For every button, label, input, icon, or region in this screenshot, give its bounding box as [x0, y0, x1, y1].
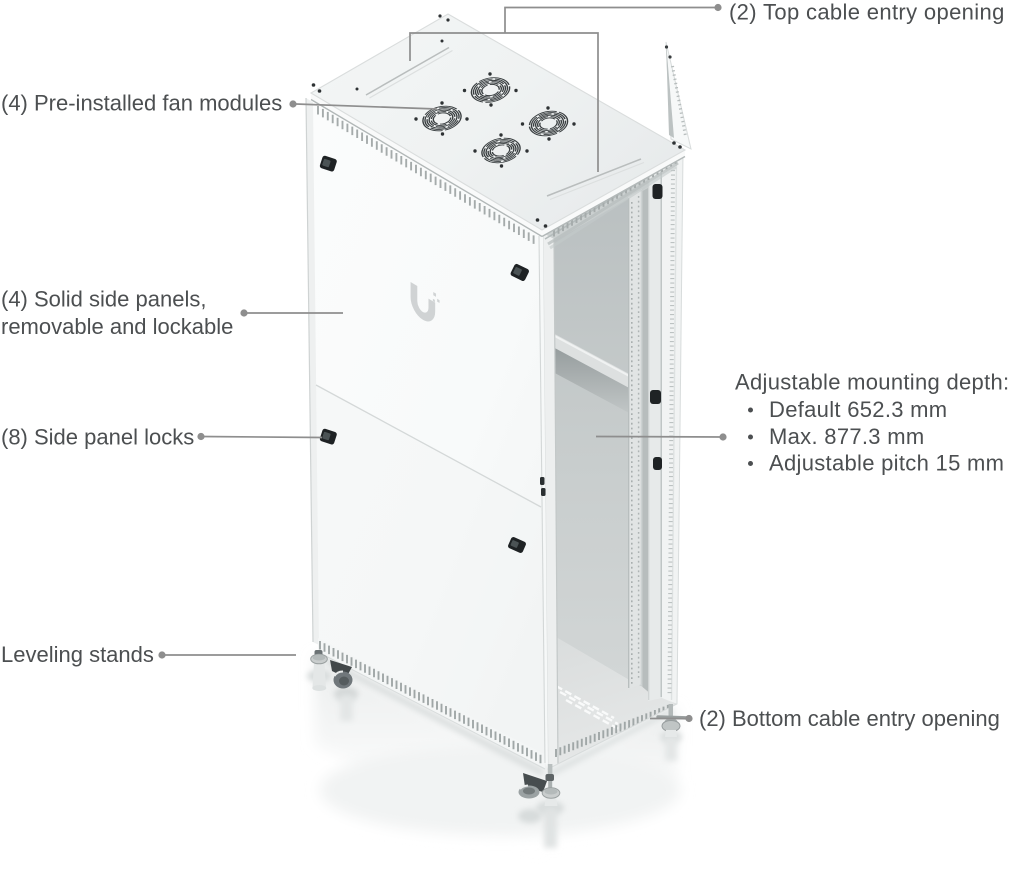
- svg-text:(4) Solid side panels,: (4) Solid side panels,: [1, 287, 206, 312]
- svg-text:(8) Side panel locks: (8) Side panel locks: [1, 425, 194, 450]
- svg-text:Adjustable pitch 15 mm: Adjustable pitch 15 mm: [769, 451, 1004, 476]
- svg-text:Leveling stands: Leveling stands: [1, 642, 154, 667]
- svg-text:Default 652.3 mm: Default 652.3 mm: [769, 397, 947, 422]
- svg-text:(2) Bottom cable entry opening: (2) Bottom cable entry opening: [699, 706, 1000, 731]
- svg-text:removable and lockable: removable and lockable: [1, 314, 233, 339]
- svg-text:(4) Pre-installed fan modules: (4) Pre-installed fan modules: [1, 91, 282, 116]
- svg-text:(2) Top cable entry opening: (2) Top cable entry opening: [729, 0, 1005, 25]
- svg-text:Max. 877.3 mm: Max. 877.3 mm: [769, 424, 925, 449]
- svg-text:Adjustable mounting depth:: Adjustable mounting depth:: [735, 370, 1009, 395]
